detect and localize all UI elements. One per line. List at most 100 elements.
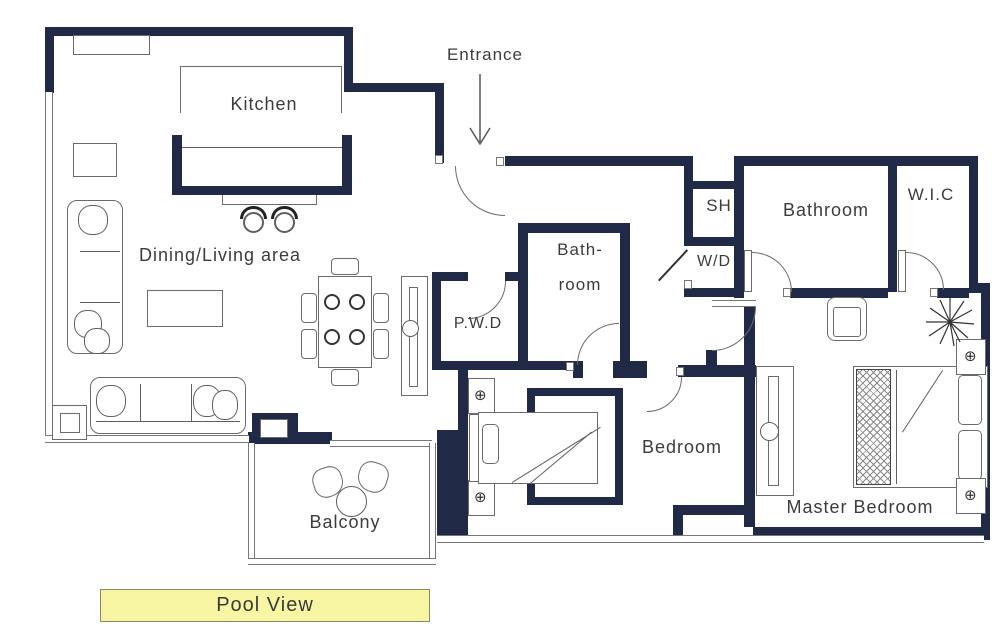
- sofa-pillow: [212, 390, 238, 420]
- dining-plate: [349, 329, 365, 345]
- sofa-divider: [140, 384, 141, 422]
- wall-left-stub: [45, 27, 54, 93]
- entrance-arrow-icon: [469, 74, 491, 146]
- wall-master-left: [744, 307, 755, 527]
- master-nightstand: [956, 478, 986, 514]
- dining-chair: [331, 369, 359, 386]
- master-armchair-seat: [833, 307, 861, 337]
- door-jamb: [566, 362, 574, 371]
- wic-door-arc: [906, 252, 944, 290]
- master-bed-line: [896, 370, 897, 484]
- foyer-wardrobe-handle: [402, 320, 419, 337]
- dining-chair: [301, 329, 317, 359]
- bedroom-door-arc: [647, 377, 682, 412]
- sofa-seat-line: [96, 421, 240, 422]
- window-bottom-left: [45, 435, 249, 443]
- dining-chair: [373, 293, 389, 323]
- master-pillow: [958, 375, 982, 425]
- kitchen-island-left: [172, 135, 182, 195]
- compass-icon: ⊕: [474, 488, 487, 506]
- compass-icon: ⊕: [964, 347, 977, 365]
- bedroom-headboard: [469, 414, 479, 482]
- master-wardrobe-handle: [760, 422, 779, 441]
- door-jamb: [783, 288, 791, 297]
- corner-table-inset: [60, 413, 80, 433]
- balcony-rail-left: [248, 443, 255, 564]
- compass-icon: ⊕: [964, 486, 977, 504]
- plant-icon: [926, 298, 975, 347]
- hall-door-arc: [712, 307, 756, 351]
- wall-foyer-vert: [435, 83, 444, 163]
- wall-sh-bottom: [692, 237, 735, 246]
- wall-foyer-jog: [344, 83, 444, 92]
- pwd-door-arc: [468, 281, 506, 319]
- door-jamb: [496, 157, 504, 166]
- kitchen-island-bottom: [172, 186, 352, 195]
- dining-table: [318, 276, 372, 368]
- wall-corridor-stub: [706, 350, 717, 367]
- wall-pwd-top-a: [432, 272, 468, 281]
- dining-chair: [373, 329, 389, 359]
- bathroom-door-leaf: [744, 250, 752, 292]
- sofa-pillow: [84, 328, 110, 354]
- wall-bedroom-left-b: [437, 430, 458, 536]
- kitchen-island-counter-line: [182, 147, 342, 148]
- wic-label: W.I.C: [907, 185, 955, 204]
- entrance-label: Entrance: [446, 45, 524, 64]
- balcony-rail-bottom: [248, 558, 436, 565]
- door-jamb: [435, 155, 443, 164]
- master-nightstand: [956, 339, 986, 375]
- wic-door-leaf: [898, 250, 906, 292]
- wall-step-vert: [673, 505, 683, 538]
- sofa-seat-line: [80, 251, 120, 252]
- wall-kitchen-right: [344, 27, 353, 90]
- compass-icon: ⊕: [474, 386, 487, 404]
- bar-stool-back: [271, 206, 298, 219]
- wall-pwd-left: [432, 272, 441, 370]
- foyer-wardrobe-door: [409, 287, 418, 387]
- wall-top-left: [45, 27, 352, 36]
- balcony-rail-right: [429, 443, 436, 564]
- master-bedroom-label: Master Bedroom: [786, 497, 934, 517]
- kitchen-counter-top: [180, 66, 342, 113]
- bathroom-door-arc: [752, 252, 792, 292]
- wall-bedroom-jamb: [573, 361, 583, 378]
- wall-bath-wic-divider: [888, 166, 897, 292]
- pwd-label: P.W.D: [453, 315, 503, 332]
- sofa-pillow: [78, 205, 108, 235]
- side-table: [73, 143, 117, 177]
- wall-bedroom-left-a: [458, 363, 468, 536]
- master-pillow: [958, 430, 982, 480]
- pool-view-banner: Pool View: [100, 589, 430, 622]
- sofa-seat-line: [80, 302, 120, 303]
- wall-bath2-top: [518, 223, 630, 233]
- bedroom-nightstand: [468, 378, 495, 414]
- bath2-door-arc: [577, 323, 619, 365]
- bar-stool-back: [240, 206, 267, 219]
- bedroom-label: Bedroom: [641, 437, 723, 457]
- wall-step-horiz: [673, 505, 755, 515]
- window-left: [45, 92, 53, 438]
- dining-chair: [331, 258, 359, 275]
- bath-small-label-line1: Bath-: [557, 240, 603, 259]
- sofa-divider: [191, 384, 192, 422]
- dining-plate: [324, 329, 340, 345]
- wall-sh-shelf: [684, 181, 742, 189]
- wall-hall-bottom-a: [790, 288, 888, 298]
- door-jamb: [930, 288, 938, 297]
- entrance-door-arc: [455, 166, 505, 216]
- dining-plate: [349, 294, 365, 310]
- door-jamb: [676, 367, 684, 376]
- kitchen-island-right: [342, 135, 352, 195]
- wall-hall-bottom-b: [937, 288, 969, 298]
- kitchen-island-ledge: [222, 195, 317, 205]
- balcony-table: [336, 486, 367, 517]
- balcony-label: Balcony: [309, 512, 381, 532]
- sofa-pillow: [96, 385, 126, 417]
- hall-opening-header: [712, 300, 756, 307]
- master-bed-runner: [856, 369, 891, 485]
- wall-bedroom-top-right: [678, 365, 756, 377]
- wall-sh-left: [684, 156, 693, 246]
- dining-plate: [324, 294, 340, 310]
